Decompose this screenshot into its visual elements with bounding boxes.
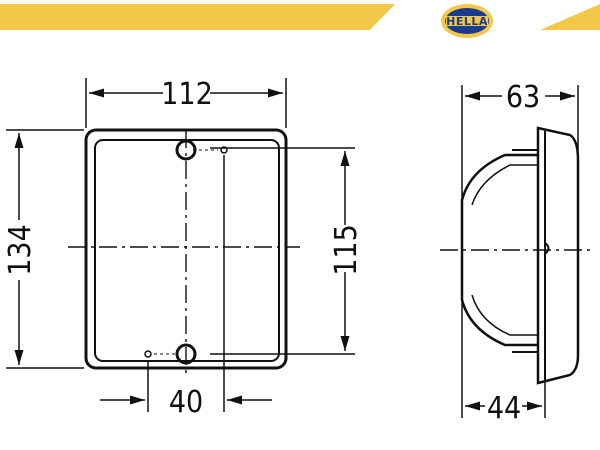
front-inner-outline — [94, 139, 280, 362]
label-front-height-inner: 115 — [329, 224, 364, 276]
header-banner-left — [0, 4, 395, 30]
label-side-depth-body: 44 — [487, 391, 521, 426]
label-front-height-outer: 134 — [3, 224, 38, 276]
label-side-depth-total: 63 — [506, 80, 540, 115]
label-hole-spacing: 40 — [169, 385, 203, 420]
front-view — [6, 78, 355, 412]
mounting-hole-bottom — [175, 343, 197, 365]
label-front-width: 112 — [161, 77, 213, 112]
side-body — [460, 153, 538, 347]
pin-bottom — [144, 350, 152, 358]
pin-top — [220, 146, 228, 154]
side-view — [440, 85, 590, 418]
side-flange — [536, 126, 580, 385]
header-banner-right — [540, 4, 600, 30]
hella-logo-icon: HELLA — [441, 4, 493, 38]
logo-wordmark: HELLA — [446, 15, 488, 28]
